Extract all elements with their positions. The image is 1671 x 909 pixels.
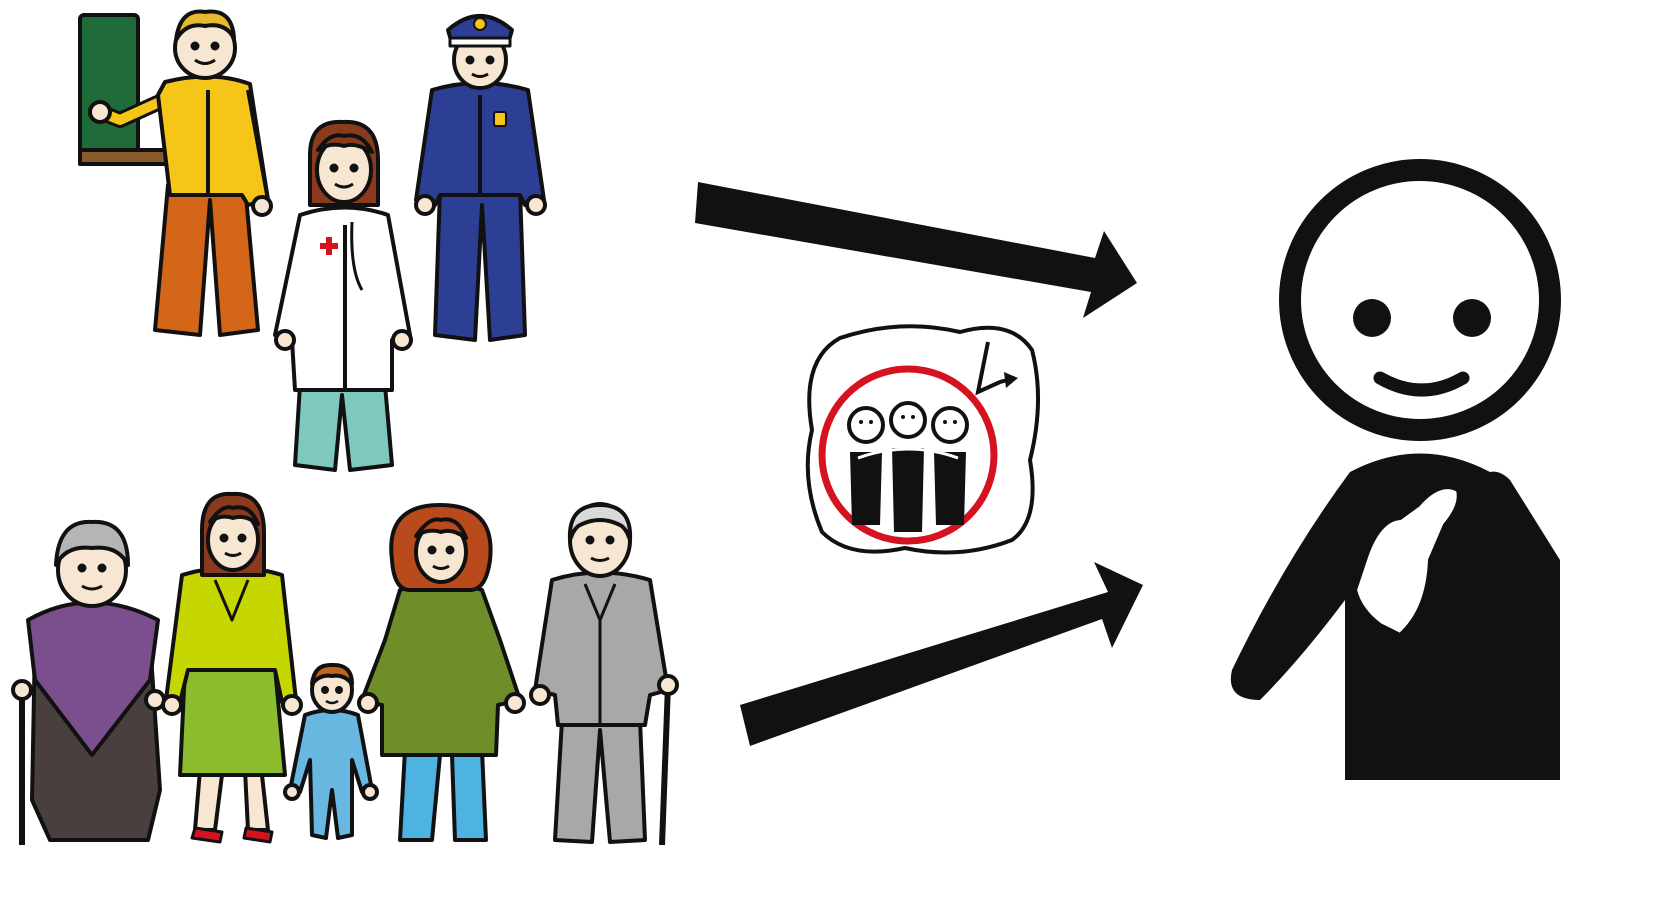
arrow-up-right-icon — [740, 562, 1143, 746]
family-group — [13, 494, 677, 845]
mother-icon — [163, 494, 301, 842]
child-icon — [285, 665, 377, 838]
grandfather-icon — [531, 504, 677, 845]
police-officer-icon — [416, 16, 545, 340]
aunt-icon — [359, 505, 524, 840]
myself-icon — [1231, 170, 1560, 780]
grandmother-icon — [13, 522, 164, 845]
teacher-icon — [80, 12, 271, 335]
professionals-group — [80, 12, 545, 470]
group-of-friends-icon — [808, 326, 1038, 552]
doctor-icon — [275, 122, 411, 470]
arrow-down-right-icon — [695, 182, 1137, 318]
